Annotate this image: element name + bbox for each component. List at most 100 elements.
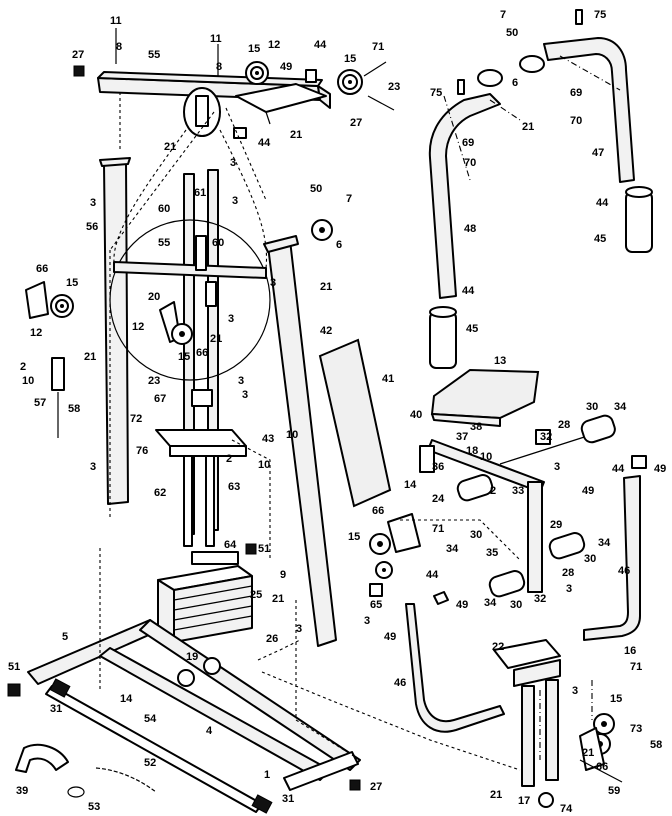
label-63: 63 [228,481,240,493]
label-19: 19 [186,651,198,663]
label-30-b: 30 [470,529,482,541]
base-rail-right [139,619,361,771]
label-61: 61 [194,187,206,199]
bolt-59 [579,759,623,783]
label-30-c: 30 [584,553,596,565]
label-55-a: 55 [148,49,160,61]
bushing-67 [191,389,213,407]
cable-route-main [99,92,521,771]
label-21-e: 21 [320,281,332,293]
rollers-30 [456,474,586,598]
cap-44-right [631,455,647,469]
detail-circle [109,219,271,381]
roller-45-right [625,186,653,253]
label-53: 53 [88,801,100,813]
label-37: 37 [456,431,468,443]
label-49-e: 49 [654,463,666,475]
label-46-b: 46 [618,565,630,577]
label-21-d: 21 [84,351,96,363]
label-7-b: 7 [500,9,506,21]
label-21-a: 21 [290,129,302,141]
pulleys-19-base [177,657,221,687]
label-44-f: 44 [612,463,625,475]
label-15-e: 15 [348,531,360,543]
detail-callout-lines [113,129,268,269]
label-34-b: 34 [446,543,459,555]
label-49-a: 49 [280,61,292,73]
label-34-c: 34 [598,537,611,549]
label-15-d: 15 [66,277,78,289]
arm-tube-48 [428,93,501,299]
label-71-b: 71 [432,523,444,535]
label-75-a: 75 [594,9,606,21]
label-13: 13 [494,355,506,367]
label-38: 38 [470,421,482,433]
label-2-a: 2 [20,361,26,373]
carriage-76 [155,429,247,457]
bracket-57 [51,357,65,438]
roller-tube-28-upper [499,414,616,465]
label-69-a: 69 [570,87,582,99]
label-75-b: 75 [430,87,442,99]
label-22: 22 [492,641,504,653]
label-21-h: 21 [582,747,594,759]
label-30-d: 30 [510,599,522,611]
label-32-b: 32 [534,593,546,605]
label-70-a: 70 [570,115,582,127]
label-15-a: 15 [248,43,260,55]
label-44-a: 44 [314,39,327,51]
label-27-a: 27 [72,49,84,61]
label-6-a: 6 [336,239,342,251]
label-66-a: 66 [196,347,208,359]
label-44-d: 44 [596,197,609,209]
bracket-44-under [233,127,247,139]
label-71-a: 71 [372,41,384,53]
part-labels: 11 8 27 55 11 8 15 12 49 44 15 71 23 27 … [8,9,666,815]
upright-pair-bottom-right [521,679,559,787]
label-10-a: 10 [22,375,34,387]
label-29: 29 [550,519,562,531]
label-47: 47 [592,147,604,159]
label-49-b: 49 [456,599,468,611]
pulley-assembly-bottom-right [579,713,615,771]
label-51-b: 51 [8,661,20,673]
pulley-6-mid [311,219,333,241]
label-72: 72 [130,413,142,425]
label-10-d: 10 [480,451,492,463]
label-3-i: 3 [296,623,302,635]
label-44-e: 44 [462,285,475,297]
seat-pad-13 [430,368,540,427]
label-3-c: 3 [232,195,238,207]
pin-75-top [575,9,583,25]
bracket-22 [493,639,561,687]
label-35: 35 [486,547,498,559]
label-20: 20 [148,291,160,303]
label-4: 4 [206,725,213,737]
seat-support-bracket [387,513,421,553]
label-23-a: 23 [388,81,400,93]
back-pad-41 [318,338,392,508]
label-15-b: 15 [344,53,356,65]
upright-29 [527,481,543,593]
pulleys-15-lower [369,533,393,579]
label-3-e: 3 [228,313,234,325]
label-71-c: 71 [630,661,642,673]
label-15-f: 15 [610,693,622,705]
label-3-m: 3 [572,685,578,697]
cap-51-left [7,683,21,697]
roller-45-left [429,306,457,369]
label-25: 25 [250,589,262,601]
cable-23-top [367,95,395,111]
label-45-b: 45 [466,323,478,335]
label-34-a: 34 [614,401,627,413]
leg-tube-46-left [405,591,505,733]
label-76: 76 [136,445,148,457]
washer-74 [538,792,554,808]
label-21-c: 21 [210,333,222,345]
label-65: 65 [370,599,382,611]
label-3-g: 3 [242,389,248,401]
label-57: 57 [34,397,46,409]
label-60-a: 60 [158,203,170,215]
label-28-b: 28 [562,567,574,579]
